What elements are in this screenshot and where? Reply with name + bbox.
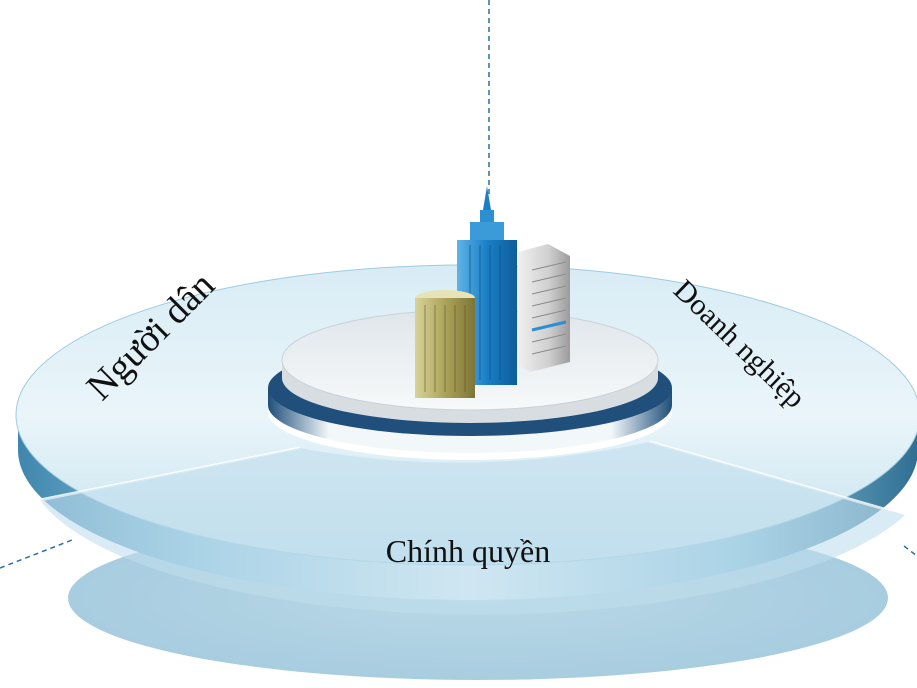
- connector-lines: [0, 0, 917, 569]
- connector-left: [0, 539, 73, 569]
- segment-chinh-quyen-area: [40, 442, 905, 615]
- city-buildings-icon: [415, 186, 570, 398]
- connector-right: [903, 545, 917, 557]
- segment-label-chinh-quyen: Chính quyền: [386, 533, 550, 569]
- inner-platform: [268, 309, 672, 460]
